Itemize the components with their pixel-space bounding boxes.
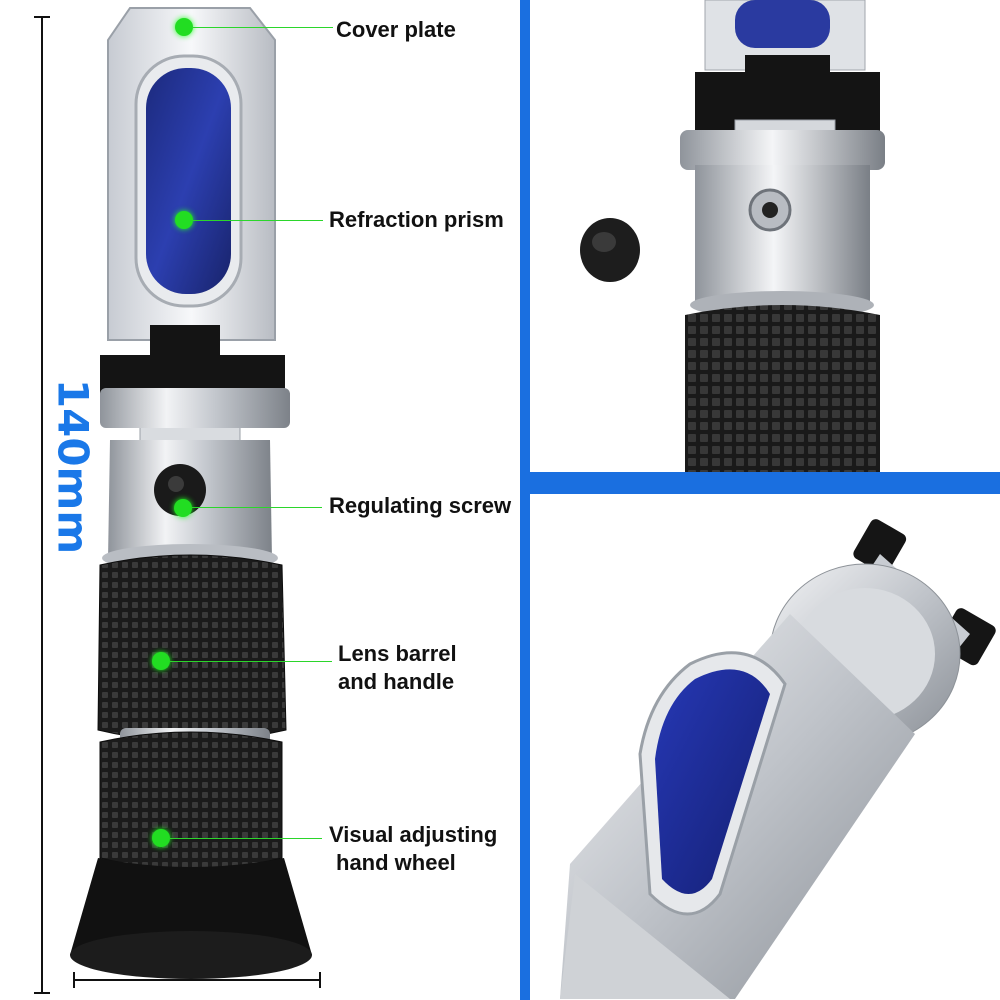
cover-plate-marker bbox=[175, 18, 193, 36]
visual-adjusting-leader bbox=[170, 838, 322, 839]
refractometer-main-image bbox=[70, 7, 312, 979]
hinge-closeup-image bbox=[530, 0, 1000, 472]
visual-adjusting-label-line1: Visual adjusting bbox=[329, 822, 498, 847]
width-dimension-line bbox=[73, 972, 321, 988]
prism-angle-image bbox=[530, 494, 1000, 1000]
refraction-prism-label: Refraction prism bbox=[329, 207, 504, 232]
cover-plate-leader bbox=[193, 27, 333, 28]
lens-barrel-marker bbox=[152, 652, 170, 670]
visual-adjusting-label-line2: hand wheel bbox=[336, 850, 456, 875]
regulating-screw-leader bbox=[192, 507, 322, 508]
horizontal-divider bbox=[520, 472, 1000, 494]
lens-barrel-leader bbox=[170, 661, 332, 662]
lens-barrel-label-line1: Lens barrel bbox=[338, 641, 457, 666]
refraction-prism-marker bbox=[175, 211, 193, 229]
regulating-screw-label: Regulating screw bbox=[329, 493, 512, 518]
visual-adjusting-marker bbox=[152, 829, 170, 847]
regulating-screw-marker bbox=[174, 499, 192, 517]
cover-plate-label: Cover plate bbox=[336, 17, 456, 42]
refraction-prism-leader bbox=[193, 220, 323, 221]
height-dimension-line bbox=[34, 16, 50, 994]
vertical-divider bbox=[520, 0, 530, 1000]
lens-barrel-label-line2: and handle bbox=[338, 669, 455, 694]
